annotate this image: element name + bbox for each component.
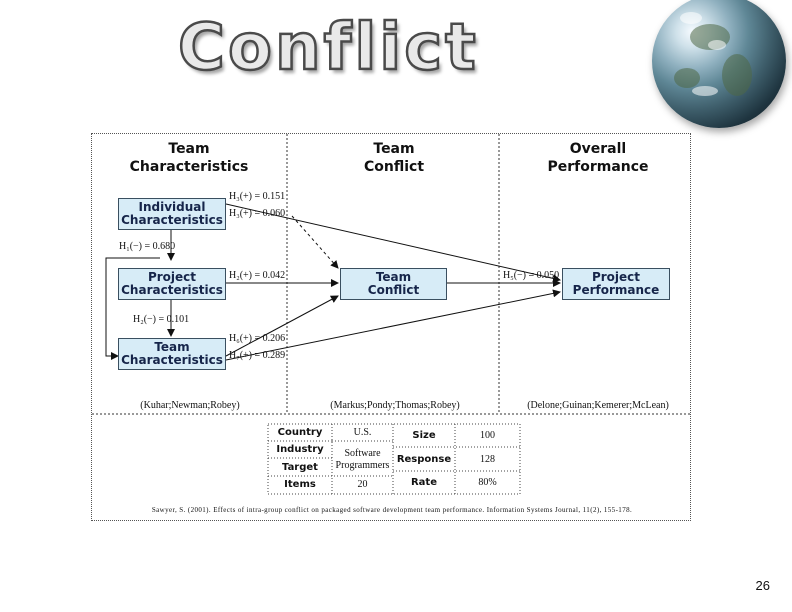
box-project-performance: Project Performance <box>562 268 670 300</box>
slide-title: Conflict <box>177 10 479 87</box>
box-individual-characteristics: Individual Characteristics <box>118 198 226 230</box>
hypothesis-h6: H₆(+) = 0.206 <box>229 333 286 344</box>
hypothesis-h3-positive: H₃(+) = 0.151 <box>229 191 286 202</box>
table-key-target: Target <box>282 462 318 473</box>
table-value-size: 100 <box>480 430 495 441</box>
hypothesis-h2-team: H₂(−) = 0.101 <box>133 314 190 325</box>
table-key-size: Size <box>412 430 436 441</box>
column-header-overall-performance: Overall Performance <box>547 141 649 175</box>
table-key-country: Country <box>277 427 323 438</box>
table-key-rate: Rate <box>410 477 437 488</box>
box-team-conflict: Team Conflict <box>340 268 447 300</box>
hypothesis-h5: H₅(−) = 0.050 <box>503 270 560 281</box>
hypothesis-h2-project: H₂(+) = 0.042 <box>229 270 286 281</box>
globe-image <box>652 0 786 128</box>
hypothesis-h1: H₁(−) = 0.680 <box>119 241 176 252</box>
page-number: 26 <box>755 578 770 593</box>
citation-team-conflict: (Markus;Pondy;Thomas;Robey) <box>330 400 460 411</box>
citation-overall-performance: (Delone;Guinan;Kemerer;McLean) <box>527 400 669 411</box>
table-key-industry: Industry <box>276 444 324 455</box>
box-team-characteristics: Team Characteristics <box>118 338 226 370</box>
column-header-team-conflict: Team Conflict <box>363 141 425 175</box>
reference-citation: Sawyer, S. (2001). Effects of intra-grou… <box>151 506 633 514</box>
table-key-response: Response <box>396 454 452 465</box>
diagram-panel <box>91 133 691 521</box>
table-key-items: Items <box>284 479 316 490</box>
table-value-items: 20 <box>357 479 368 490</box>
hypothesis-h7: H₇(+) = 0.289 <box>229 350 286 361</box>
column-header-team-characteristics: Team Characteristics <box>129 141 249 175</box>
table-value-response: 128 <box>480 454 495 465</box>
table-value-country: U.S. <box>353 427 372 438</box>
hypothesis-h3-second: H₃(+) = 0.060 <box>229 208 286 219</box>
citation-team-characteristics: (Kuhar;Newman;Robey) <box>140 400 240 411</box>
table-value-industry-target: Software Programmers <box>335 448 390 471</box>
table-value-rate: 80% <box>478 477 497 488</box>
box-project-characteristics: Project Characteristics <box>118 268 226 300</box>
